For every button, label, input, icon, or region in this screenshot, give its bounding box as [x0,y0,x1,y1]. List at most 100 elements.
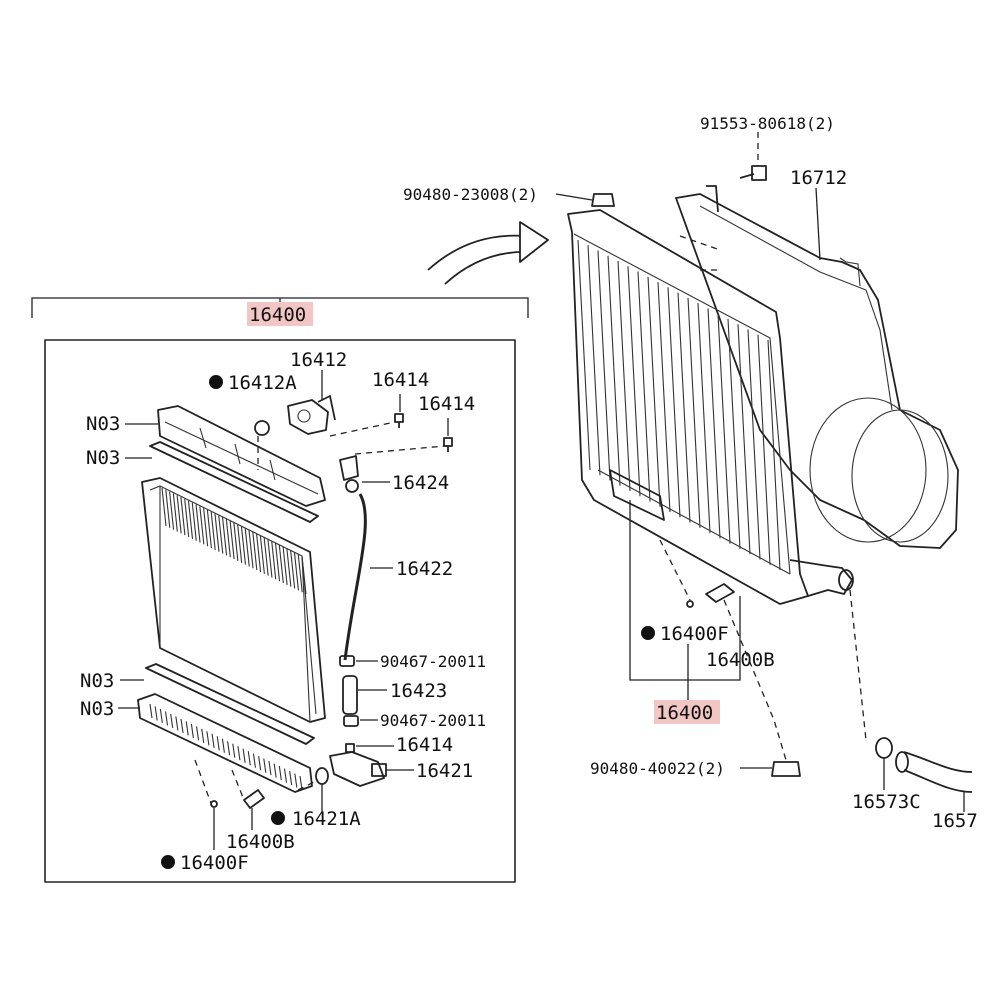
fin-line [757,334,771,565]
fin-line [184,498,190,538]
fin-line [165,489,171,528]
bullet-16412A-icon [209,375,223,389]
upper-tank [157,405,326,507]
fin-line [187,500,194,539]
lower-gasket [145,663,315,745]
direction-arrow [427,221,549,285]
fin-line [617,261,631,492]
fin-line [252,532,258,571]
fin-line [248,530,254,569]
fin-line [283,768,288,783]
fin-line [196,726,200,741]
clamp-90467-upper-icon [339,655,355,667]
fin-line [233,522,239,561]
fin-line [237,746,241,761]
fin-line [677,292,691,523]
o-ring-16421A-icon [315,767,329,785]
fin-line [290,550,296,589]
bullet-16400F-left-icon [161,855,175,869]
fin-line [175,716,179,731]
fin-line [180,497,186,536]
label-90480-top: 90480-23008(2) [403,185,538,204]
assembly-bracket [31,297,529,318]
label-16423: 16423 [390,680,447,702]
fin-line [216,736,220,751]
label-16421A: 16421A [292,808,361,830]
fin-line [172,493,178,532]
fin-line [232,743,236,758]
fin-line [294,773,298,788]
fin-line [201,728,205,743]
exploded-view-frame [44,339,516,883]
fin-line [667,287,681,518]
fan-shroud-16712 [675,185,959,549]
fin-line [214,513,220,552]
fin-line [218,515,224,554]
label-16421: 16421 [416,760,473,782]
fin-line [203,508,209,547]
fin-line [697,303,711,534]
fin-line [273,763,277,778]
fin-line [301,555,307,595]
label-16400-left: 16400 [249,304,306,326]
clamp-16573C-icon [875,737,893,759]
fin-line [252,753,256,768]
fin-line [687,297,701,528]
label-16400F-left: 16400F [180,852,249,874]
bolt-16414-upper-icon [394,413,404,428]
fin-line [278,765,282,781]
hose-1657 [895,751,973,793]
fin-line [176,495,182,534]
fin-line [180,718,184,733]
fin-line [244,528,250,567]
fin-line [149,703,153,719]
fin-line [242,748,246,763]
fin-line [195,504,201,543]
label-16414-a: 16414 [372,369,429,391]
label-90480-bottom: 90480-40022(2) [590,759,725,778]
bolt-91553-icon [739,165,767,181]
label-16712: 16712 [790,167,847,189]
bolt-16414-lower-icon [345,743,355,753]
radiator-core [141,477,326,723]
bracket-16424 [339,455,359,493]
fin-line [289,770,293,786]
fin-line [737,324,751,555]
label-16573C: 16573C [852,791,921,813]
fin-line [637,271,651,502]
fin-line [170,713,174,729]
fin-line [185,721,189,736]
fin-line [159,708,163,724]
fin-line [286,548,292,587]
fin-line [293,552,299,591]
fin-line [240,526,247,565]
label-90467-a: 90467-20011 [380,652,486,671]
bullet-16421A-icon [271,811,285,825]
fin-line [627,266,641,497]
fin-line [154,706,158,721]
fin-line [657,282,671,513]
fin-line [259,535,265,574]
fin-line [747,329,761,560]
cushion-90480-top-icon [591,193,615,207]
label-16400F-right: 16400F [660,623,729,645]
label-16412A: 16412A [228,372,297,394]
fin-line [206,509,212,549]
fin-line [221,738,225,753]
fin-line [267,539,273,578]
label-16400-right: 16400 [656,702,713,724]
fin-line [597,250,611,481]
fin-line [237,524,243,563]
fin-line [258,756,262,771]
cushion-90480-bottom-icon [771,761,801,777]
label-16414-b: 16414 [418,393,475,415]
overflow-hose-16422 [343,493,367,661]
fin-line [297,554,303,593]
clamp-90467-lower-icon [343,715,359,727]
label-n03-d: N03 [80,698,114,720]
lower-tank [137,693,313,793]
fin-line [271,541,277,580]
label-16412: 16412 [290,349,347,371]
fin-line [256,533,262,573]
